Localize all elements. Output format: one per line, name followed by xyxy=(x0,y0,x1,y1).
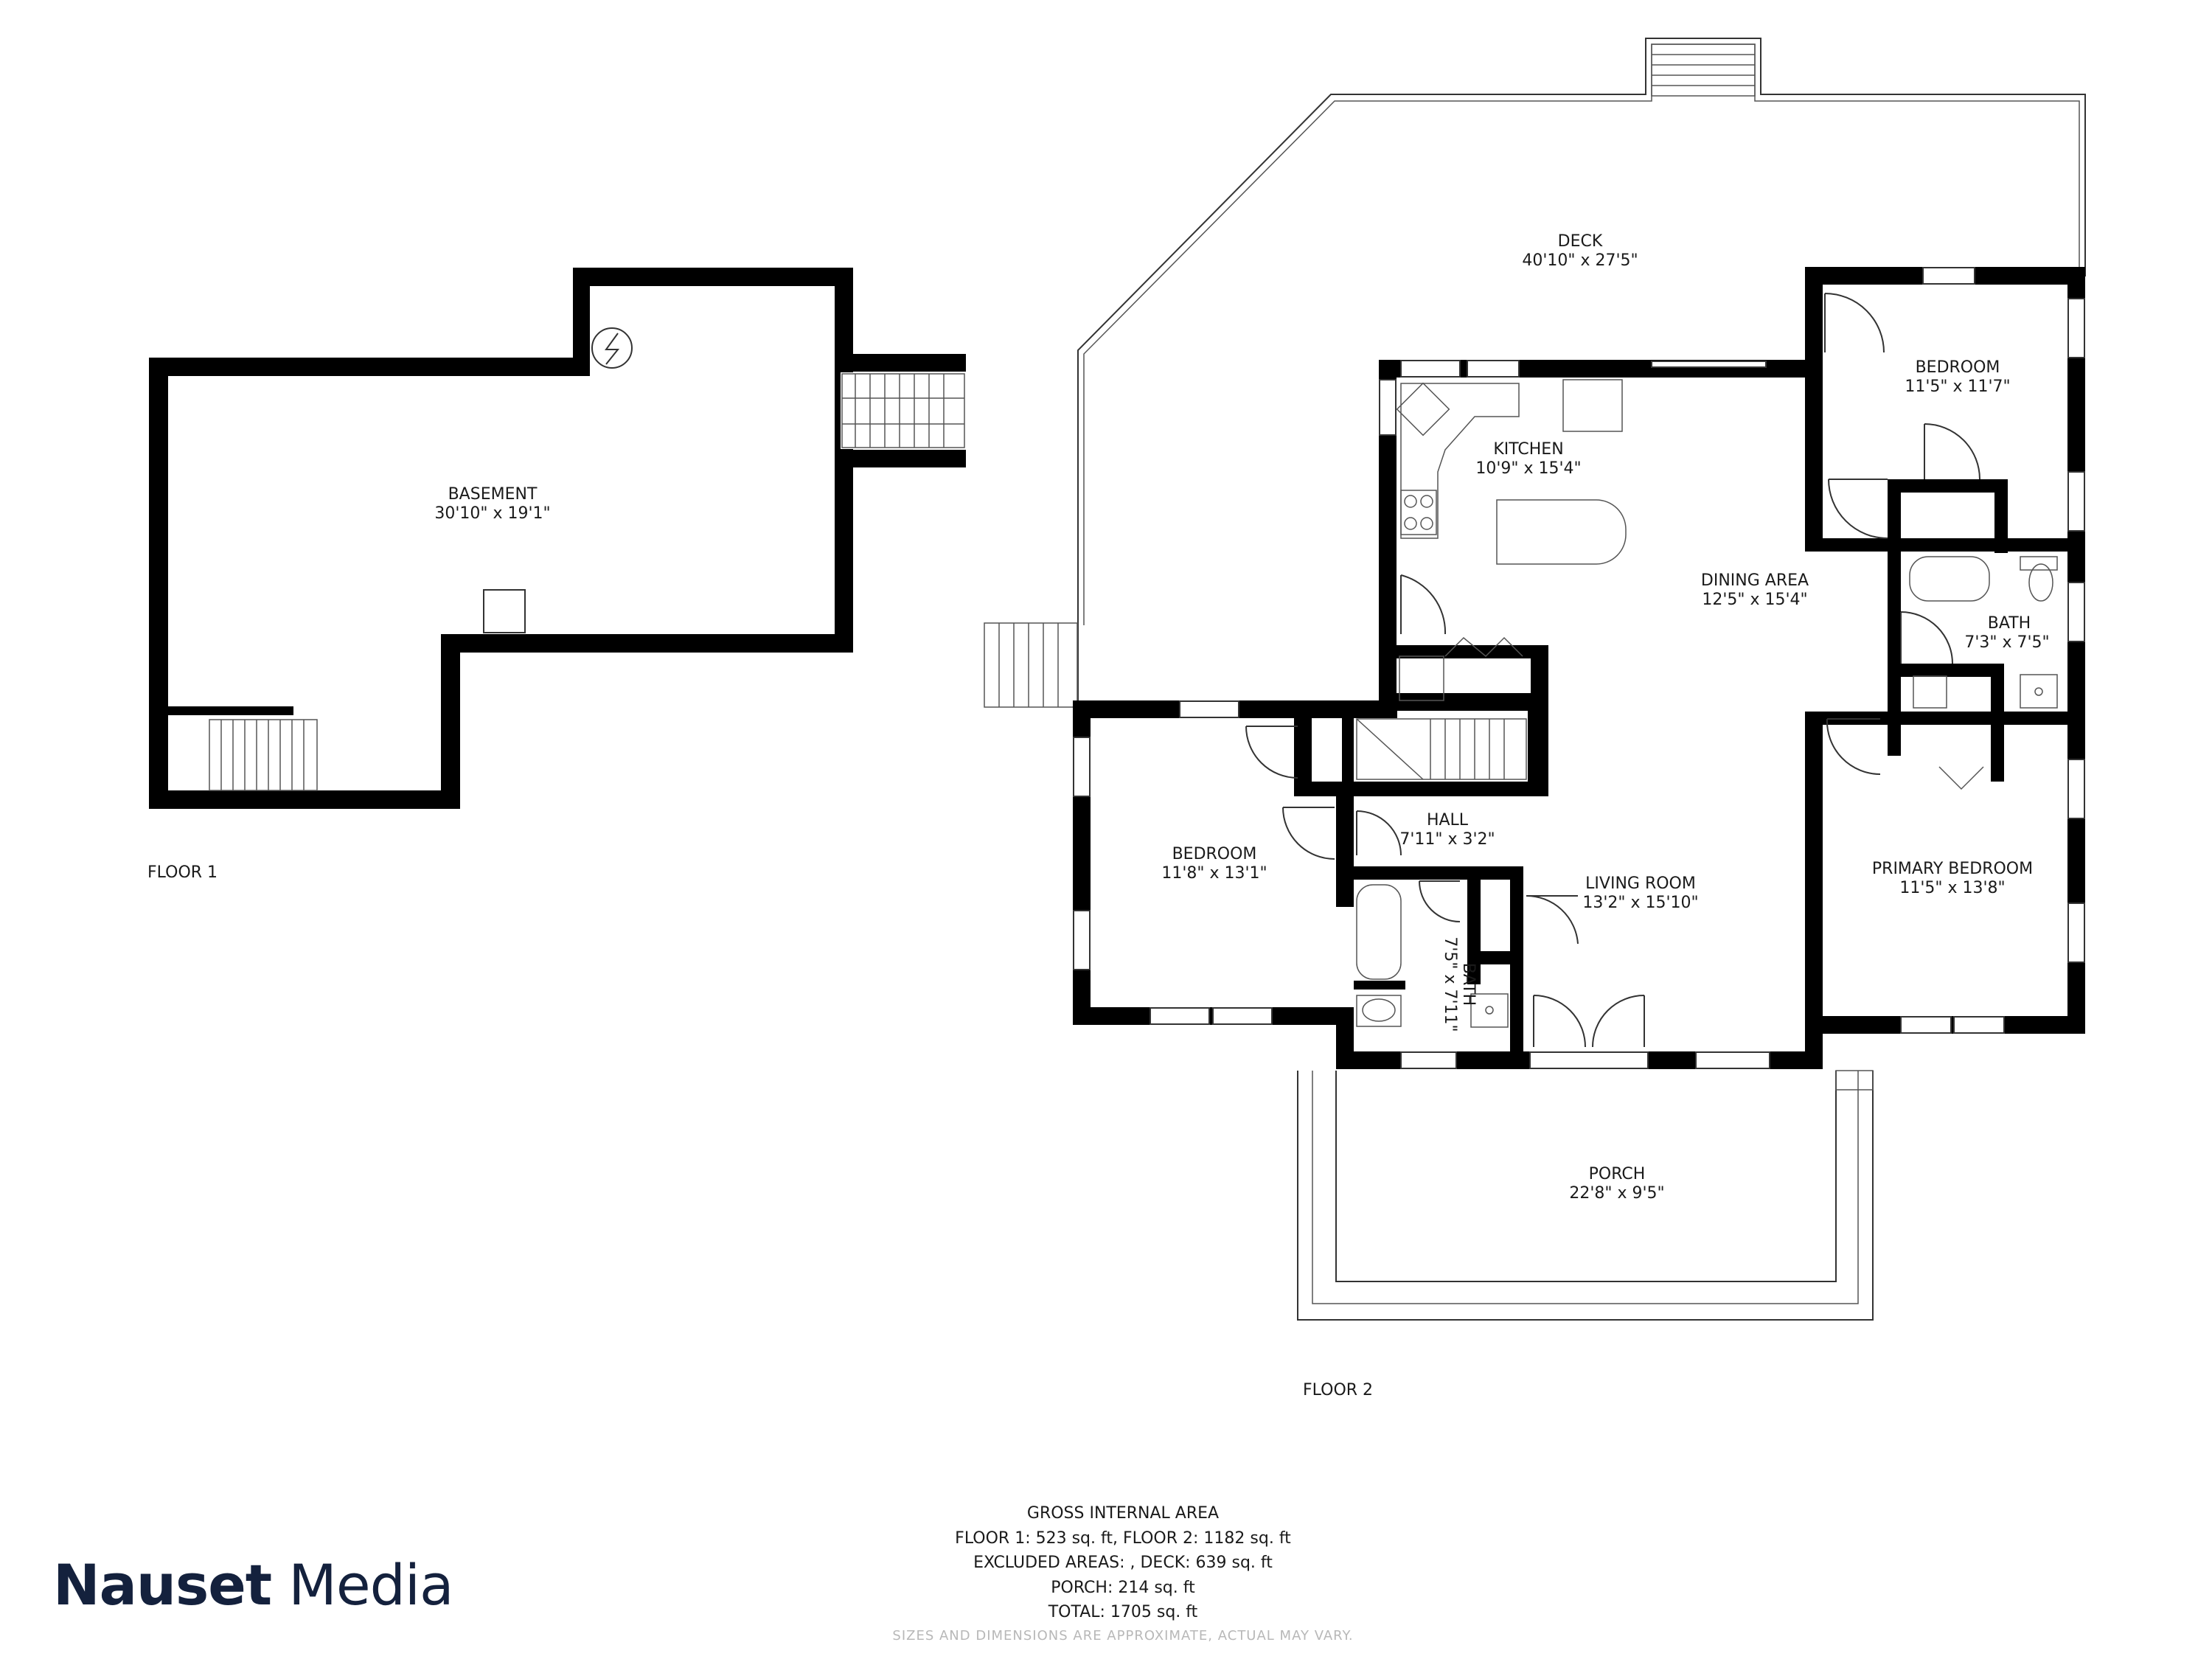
room-dims: 11'8" x 13'1" xyxy=(1161,864,1267,883)
brand-light: Media xyxy=(288,1552,453,1618)
room-dims: 11'5" x 11'7" xyxy=(1905,378,2010,396)
room-name: BASEMENT xyxy=(448,485,538,504)
floor-label: FLOOR 1 xyxy=(147,863,218,882)
disclaimer: SIZES AND DIMENSIONS ARE APPROXIMATE, AC… xyxy=(892,1628,1353,1644)
brand-bold: Nauset xyxy=(53,1552,272,1618)
basement-stairs-lower xyxy=(209,719,318,791)
hall-stairs xyxy=(1356,718,1527,780)
room-name: PRIMARY BEDROOM xyxy=(1872,860,2033,878)
room-dims: 22'8" x 9'5" xyxy=(1569,1184,1664,1203)
room-name: KITCHEN xyxy=(1493,440,1563,459)
room-name: BEDROOM xyxy=(1916,358,2000,377)
room-dims: 7'3" x 7'5" xyxy=(1964,633,2049,652)
summary-line: FLOOR 1: 523 sq. ft, FLOOR 2: 1182 sq. f… xyxy=(955,1529,1291,1548)
room-name: DINING AREA xyxy=(1701,571,1809,590)
brand-logo: Nauset Media xyxy=(53,1552,454,1618)
electric-panel-icon xyxy=(591,327,633,369)
room-dims: 30'10" x 19'1" xyxy=(434,504,550,523)
summary-line: PORCH: 214 sq. ft xyxy=(1051,1579,1195,1597)
room-dims: 12'5" x 15'4" xyxy=(1702,591,1807,609)
windows xyxy=(1073,267,2085,1069)
floor-label: FLOOR 2 xyxy=(1303,1381,1373,1399)
room-dims: 10'9" x 15'4" xyxy=(1475,459,1581,478)
room-dims: 7'5" x 7'11" xyxy=(1441,936,1459,1032)
basement-stairs-upper xyxy=(841,373,965,448)
room-dims: 7'11" x 3'2" xyxy=(1399,830,1495,849)
room-name: HALL xyxy=(1427,811,1469,830)
basement-stair-opening xyxy=(841,372,966,449)
room-name: BATH xyxy=(1988,614,2031,633)
summary-line: TOTAL: 1705 sq. ft xyxy=(1048,1603,1198,1621)
room-name: PORCH xyxy=(1589,1165,1646,1183)
porch-outline xyxy=(1297,1070,1874,1321)
kitchen-fixtures xyxy=(1396,379,1627,701)
room-dims: 13'2" x 15'10" xyxy=(1582,894,1698,912)
deck-outline xyxy=(984,38,2086,708)
floor-2-plan: DECK 40'10" x 27'5" KITCHEN 10'9" x 15'4… xyxy=(984,38,2086,1399)
basement-column xyxy=(483,589,526,633)
room-name: BEDROOM xyxy=(1172,845,1257,863)
doors xyxy=(1245,293,1980,1048)
basement-stair-wall xyxy=(168,706,293,715)
summary-line: EXCLUDED AREAS: , DECK: 639 sq. ft xyxy=(973,1554,1273,1572)
room-name: DECK xyxy=(1558,232,1603,251)
bath-fixtures xyxy=(1356,556,2058,1028)
room-dims: 11'5" x 13'8" xyxy=(1899,879,2005,897)
floor-1-plan: BASEMENT 30'10" x 19'1" FLOOR 1 xyxy=(147,268,966,882)
summary-heading: GROSS INTERNAL AREA xyxy=(1027,1504,1219,1523)
area-summary: GROSS INTERNAL AREA FLOOR 1: 523 sq. ft,… xyxy=(892,1504,1353,1644)
basement-walls xyxy=(149,268,966,809)
room-name: LIVING ROOM xyxy=(1585,874,1696,893)
room-dims: 40'10" x 27'5" xyxy=(1522,251,1638,270)
room-name: BATH xyxy=(1459,963,1478,1006)
